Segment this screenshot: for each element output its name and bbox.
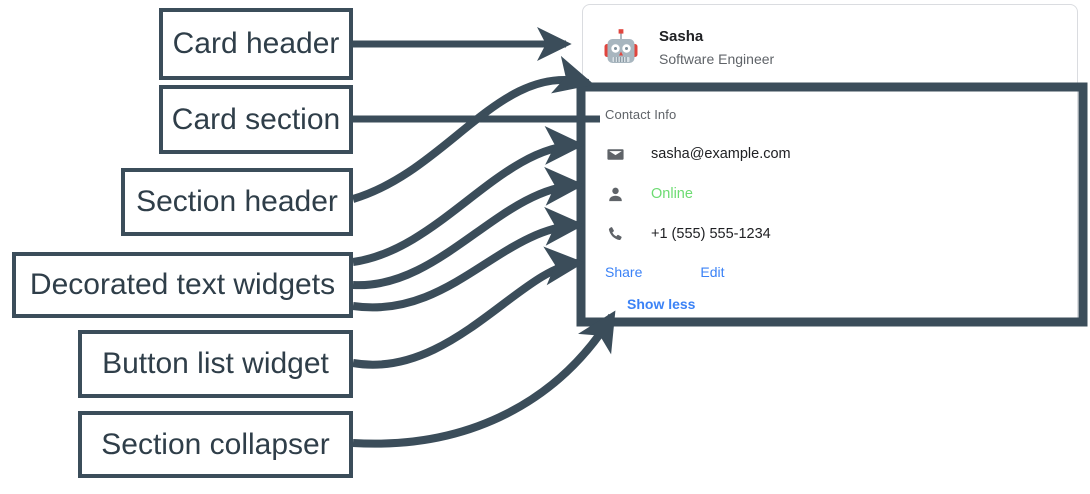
card-header-title: Sasha (659, 28, 704, 45)
robot-avatar-icon (599, 26, 643, 70)
annotation-label-button-list-widget-text: Button list widget (102, 347, 329, 380)
annotation-label-section-header: Section header (121, 168, 353, 236)
card-header: Sasha Software Engineer (583, 5, 1077, 91)
annotation-label-decorated-text-widgets: Decorated text widgets (12, 252, 353, 318)
decorated-text-widget-email: sasha@example.com (605, 140, 1077, 168)
edit-button[interactable]: Edit (692, 260, 732, 284)
button-list-widget: Share Edit (597, 260, 1077, 284)
section-collapser-button[interactable]: Show less (627, 292, 695, 316)
annotation-label-section-collapser: Section collapser (78, 411, 353, 478)
arrow-decorated-text-phone (352, 206, 585, 312)
annotation-label-decorated-text-widgets-text: Decorated text widgets (29, 268, 336, 301)
person-icon (605, 184, 625, 204)
status-value: Online (651, 186, 693, 202)
email-value: sasha@example.com (651, 146, 791, 162)
card-header-text: Sasha Software Engineer (659, 26, 774, 70)
share-button[interactable]: Share (597, 260, 650, 284)
arrow-section-collapser (352, 310, 616, 448)
annotation-label-section-header-text: Section header (136, 185, 338, 218)
decorated-text-widget-phone: +1 (555) 555-1234 (605, 220, 1077, 248)
annotation-label-card-section: Card section (159, 85, 353, 154)
arrow-decorated-text-email (352, 126, 585, 266)
arrow-button-list-widget (352, 246, 585, 369)
phone-value: +1 (555) 555-1234 (651, 226, 771, 242)
section-header: Contact Info (605, 107, 677, 122)
arrow-section-header (351, 55, 595, 203)
card-header-subtitle: Software Engineer (659, 51, 775, 67)
email-icon (605, 144, 625, 164)
decorated-text-widget-status: Online (605, 180, 1077, 208)
profile-card: Sasha Software Engineer Contact Info sas… (582, 4, 1078, 326)
annotation-label-button-list-widget: Button list widget (78, 330, 353, 398)
card-section: Contact Info sasha@example.com Online (583, 91, 1077, 316)
phone-icon (605, 224, 625, 244)
annotation-label-section-collapser-text: Section collapser (101, 427, 330, 461)
annotation-label-card-header-text: Card header (172, 27, 340, 60)
annotation-label-card-header: Card header (159, 8, 353, 80)
arrow-decorated-text-status (352, 166, 585, 290)
annotation-label-card-section-text: Card section (171, 102, 341, 136)
